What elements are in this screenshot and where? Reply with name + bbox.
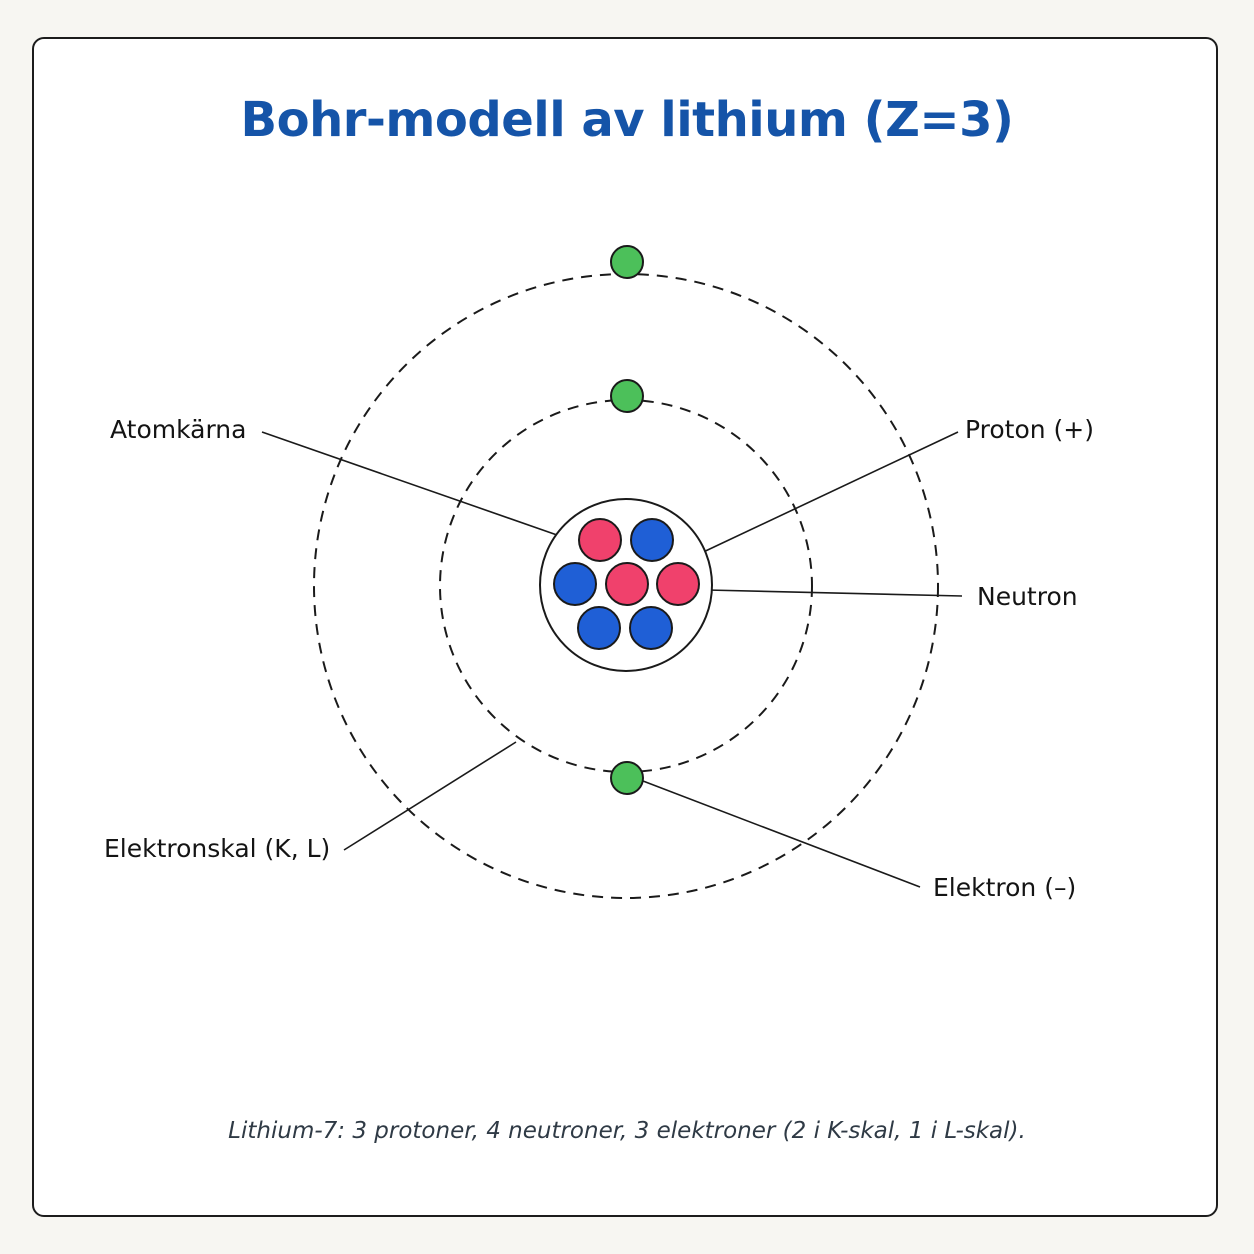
electron-outer xyxy=(610,245,644,279)
leader-shells xyxy=(343,741,517,851)
label-nucleus: Atomkärna xyxy=(110,415,246,444)
electron-inner-top xyxy=(610,379,644,413)
label-electron: Elektron (–) xyxy=(933,873,1076,902)
proton xyxy=(656,562,700,606)
leader-nucleus xyxy=(261,431,558,536)
leader-electron xyxy=(642,780,921,888)
neutron xyxy=(629,606,673,650)
label-neutron: Neutron xyxy=(977,582,1078,611)
neutron xyxy=(577,606,621,650)
proton xyxy=(605,562,649,606)
neutron xyxy=(630,518,674,562)
caption: Lithium-7: 3 protoner, 4 neutroner, 3 el… xyxy=(228,1118,1026,1144)
neutron xyxy=(553,562,597,606)
leader-proton xyxy=(696,431,959,556)
label-shells: Elektronskal (K, L) xyxy=(104,834,330,863)
page-title: Bohr-modell av lithium (Z=3) xyxy=(240,92,1014,148)
electron-inner-bottom xyxy=(610,761,644,795)
label-proton: Proton (+) xyxy=(965,415,1094,444)
leader-neutron xyxy=(706,589,963,597)
proton xyxy=(578,518,622,562)
